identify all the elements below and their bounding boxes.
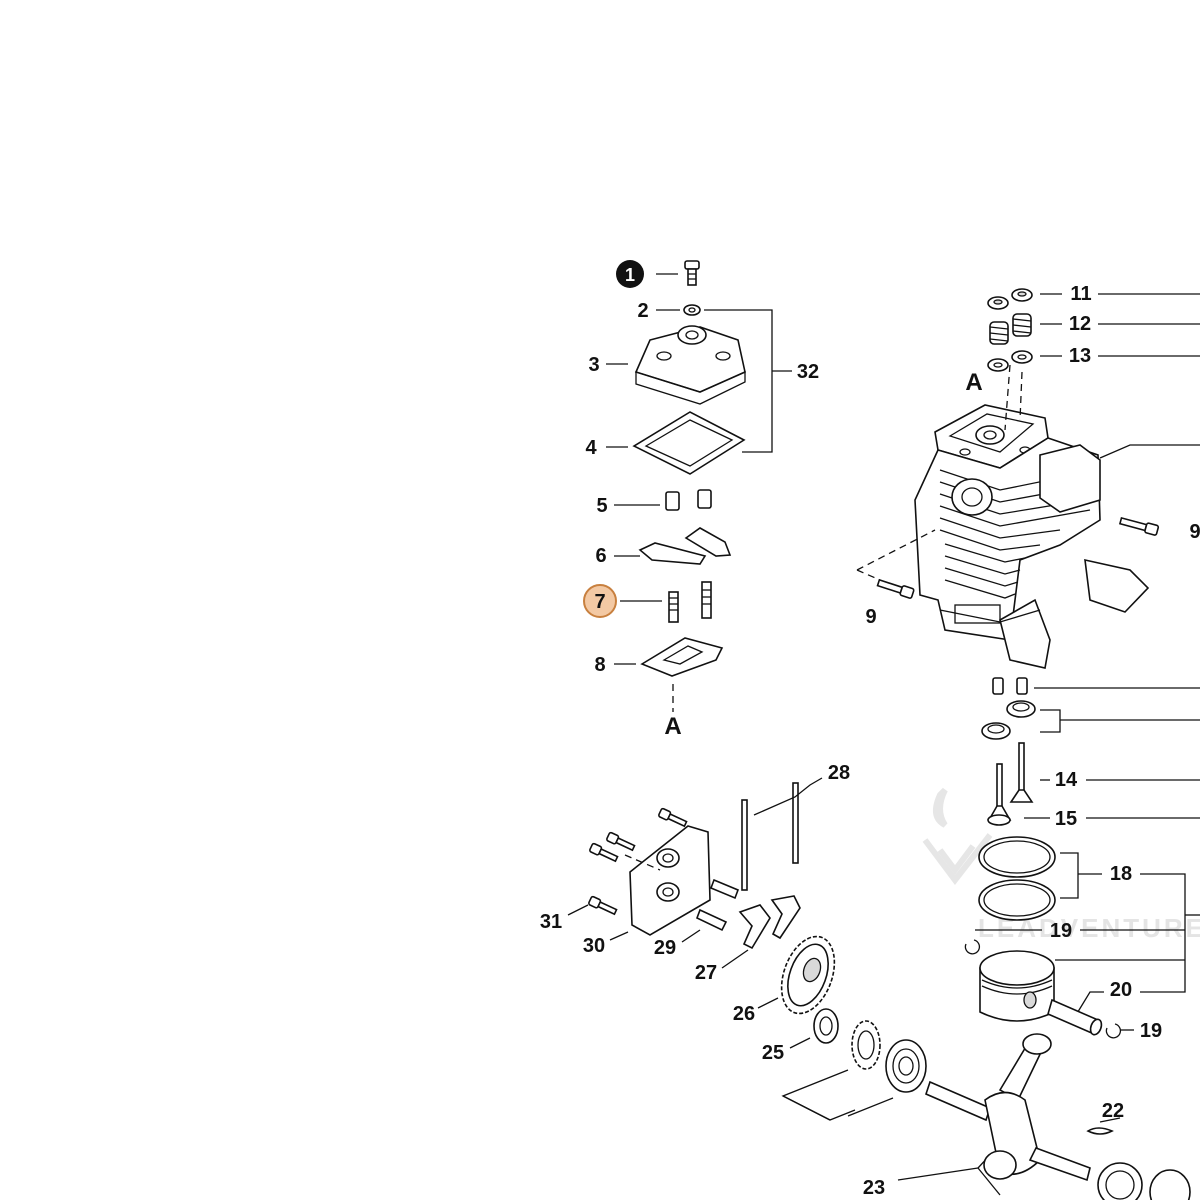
callout-7-highlighted[interactable]: 7: [583, 584, 617, 618]
part-14-valves[interactable]: [987, 742, 1034, 821]
callout-19-lower[interactable]: 19: [1140, 1020, 1162, 1042]
part-20-piston-pin[interactable]: [1047, 998, 1103, 1036]
left-leader-lines: [606, 273, 792, 665]
callout-5[interactable]: 5: [596, 495, 607, 517]
view-marker-a-top: A: [965, 369, 982, 396]
part-28-push-rods[interactable]: [741, 777, 823, 891]
callout-18[interactable]: 18: [1110, 863, 1132, 885]
part-18-piston-rings[interactable]: [978, 836, 1056, 921]
part-2-washer[interactable]: [683, 304, 701, 316]
part-30-cover-plate[interactable]: [629, 825, 711, 936]
bottom-left-leader-lines: [567, 904, 1001, 1196]
callout-12[interactable]: 12: [1069, 313, 1091, 335]
callout-20[interactable]: 20: [1110, 979, 1132, 1001]
callout-2[interactable]: 2: [637, 300, 648, 322]
part-7-studs[interactable]: [668, 581, 712, 623]
part-25-seal[interactable]: [813, 1008, 839, 1044]
callout-4[interactable]: 4: [585, 437, 597, 459]
part-12-valve-springs[interactable]: [989, 313, 1032, 345]
part-crank-gear[interactable]: [851, 1020, 881, 1070]
part-bearing[interactable]: [885, 1039, 927, 1093]
callout-30[interactable]: 30: [583, 935, 605, 957]
callout-29[interactable]: 29: [654, 937, 676, 959]
part-27-levers[interactable]: [738, 895, 801, 950]
part-8-guide-plate[interactable]: [640, 637, 724, 677]
callout-6[interactable]: 6: [595, 545, 606, 567]
part-23-bearings[interactable]: [1097, 1162, 1191, 1200]
watermark-logo-icon: [922, 787, 993, 885]
part-19-circlip-right[interactable]: [1105, 1023, 1122, 1039]
part-piston[interactable]: [979, 950, 1055, 1022]
cylinder-dashed-guides: [856, 364, 1023, 581]
part-22-key[interactable]: [1086, 1127, 1114, 1135]
callout-9-right[interactable]: 9: [1189, 521, 1200, 543]
part-19-circlip-left[interactable]: [964, 939, 981, 955]
part-1-screw[interactable]: [684, 260, 700, 286]
right-leader-lines: [975, 293, 1200, 1123]
callout-7-text: 7: [594, 591, 605, 613]
callout-22[interactable]: 22: [1102, 1100, 1124, 1122]
dashed-guide-31: [624, 854, 661, 871]
part-4-gasket[interactable]: [632, 411, 746, 475]
callout-27[interactable]: 27: [695, 962, 717, 984]
cylinder-head-assembly[interactable]: [914, 404, 1150, 669]
callout-19-upper[interactable]: 19: [1050, 920, 1072, 942]
part-15-valve-head[interactable]: [987, 814, 1011, 826]
callout-1[interactable]: 1: [616, 260, 644, 288]
callout-28[interactable]: 28: [828, 762, 850, 784]
callout-26[interactable]: 26: [733, 1003, 755, 1025]
callout-11[interactable]: 11: [1070, 283, 1091, 305]
part-11-spring-retainers[interactable]: [987, 288, 1033, 310]
part-crankshaft[interactable]: [925, 1033, 1091, 1182]
callout-32[interactable]: 32: [797, 361, 819, 383]
callout-25[interactable]: 25: [762, 1042, 784, 1064]
callout-1-text: 1: [625, 265, 635, 285]
part-13-washers[interactable]: [987, 350, 1033, 372]
callout-31[interactable]: 31: [540, 911, 562, 933]
part-31-screws[interactable]: [588, 807, 688, 916]
callout-13[interactable]: 13: [1069, 345, 1091, 367]
callout-3[interactable]: 3: [588, 354, 599, 376]
part-valve-guides[interactable]: [992, 677, 1028, 695]
part-3-valve-cover[interactable]: [634, 325, 746, 405]
part-9-screw-left[interactable]: [876, 578, 915, 599]
part-5-nuts[interactable]: [665, 489, 712, 511]
part-26-cam-gear[interactable]: [772, 929, 844, 1021]
callout-9-left[interactable]: 9: [865, 606, 876, 628]
view-marker-a-bottom: A: [664, 713, 681, 740]
callout-8[interactable]: 8: [594, 654, 605, 676]
part-6-rocker-arms[interactable]: [638, 527, 732, 565]
callout-23[interactable]: 23: [863, 1177, 885, 1199]
part-29-pins[interactable]: [695, 878, 740, 932]
callout-14[interactable]: 14: [1055, 769, 1078, 791]
callout-15[interactable]: 15: [1055, 808, 1077, 830]
part-valve-seats[interactable]: [981, 700, 1036, 740]
part-9-screw-right[interactable]: [1118, 516, 1160, 536]
